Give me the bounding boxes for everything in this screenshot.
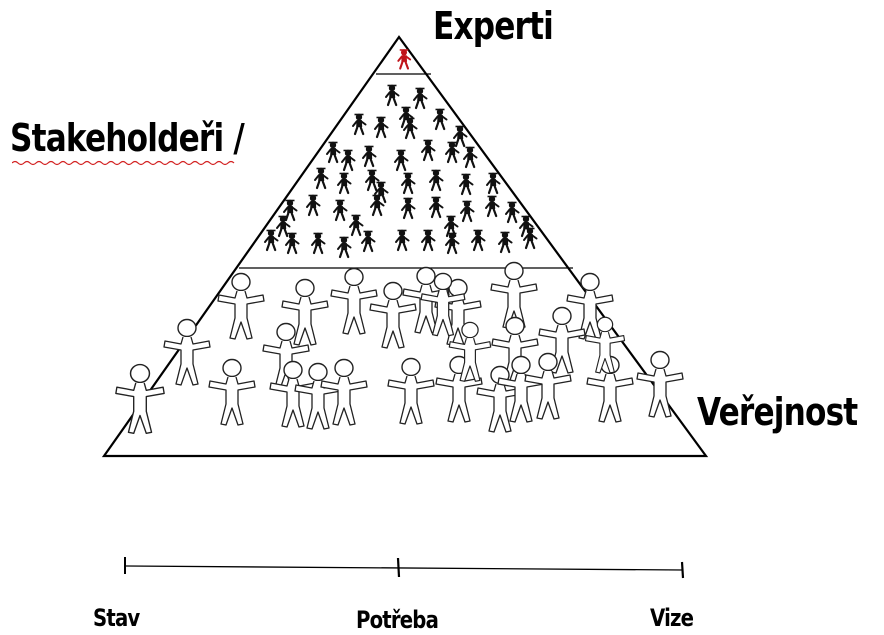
public-figure (387, 357, 435, 425)
stakeholder-figure (519, 215, 534, 238)
stakeholder-figure (498, 231, 513, 254)
public-group (115, 261, 684, 435)
stakeholder-figure (523, 227, 538, 250)
stakeholder-figure (505, 201, 520, 224)
public-figure (281, 278, 329, 346)
timeline-tick-middle (396, 557, 401, 578)
stakeholder-figure (460, 200, 475, 223)
stakeholder-figure (337, 236, 352, 259)
stakeholder-figure (401, 172, 416, 195)
public-figure (320, 358, 368, 426)
stakeholder-figure (276, 215, 291, 238)
scale-middle-label: Potřeba (356, 606, 439, 634)
public-figure (566, 272, 614, 340)
public-figure (330, 267, 378, 335)
stakeholder-figure (403, 117, 418, 140)
public-figure (584, 316, 626, 374)
stakeholder-figure (421, 139, 436, 162)
stakeholder-figure (349, 214, 364, 237)
public-figure (524, 352, 572, 420)
stakeholder-figure (429, 169, 444, 192)
timeline-axis (124, 565, 684, 571)
stakeholder-figure (285, 232, 300, 255)
stakeholder-figure (433, 108, 448, 131)
public-label: Veřejnost (697, 390, 858, 434)
experts-group (397, 49, 412, 70)
stakeholder-figure (306, 194, 321, 217)
stakeholder-figure (421, 229, 436, 252)
stakeholder-figure (333, 199, 348, 222)
stakeholder-figure (374, 116, 389, 139)
stakeholder-figure (362, 145, 377, 168)
stakeholder-figure (370, 194, 385, 217)
timeline (124, 557, 685, 579)
public-figure (538, 306, 586, 374)
spellcheck-underline (12, 160, 235, 166)
stakeholder-figure (341, 149, 356, 172)
stakeholder-figure (453, 125, 468, 148)
stakeholder-figure (429, 196, 444, 219)
stakeholder-figure (401, 197, 416, 220)
stakeholder-figure (471, 229, 486, 252)
public-figure (115, 363, 165, 435)
expert-figure (397, 49, 412, 70)
stakeholder-figure (365, 169, 380, 192)
public-figure (448, 321, 492, 382)
stakeholder-figure (486, 172, 501, 195)
stakeholders-label: Stakeholdeři / (10, 116, 245, 160)
stakeholder-figure (444, 215, 459, 238)
timeline-tick-end (680, 561, 685, 579)
stakeholder-figure (361, 230, 376, 253)
stakeholders-group (264, 84, 538, 259)
pyramid-outline (101, 35, 709, 458)
public-figure (163, 318, 211, 386)
public-figure (490, 261, 538, 329)
stakeholder-figure (326, 141, 341, 164)
stakeholder-figure (264, 229, 279, 252)
clipped-text-fragment (56, 168, 256, 174)
scale-end-label: Vize (650, 604, 694, 632)
stakeholder-figure (385, 84, 400, 107)
stakeholder-figure (374, 181, 389, 204)
stakeholder-figure (459, 173, 474, 196)
public-figure (294, 362, 342, 430)
public-figure (420, 272, 466, 337)
experts-label: Experti (433, 4, 554, 48)
public-figure (636, 350, 684, 418)
stakeholder-figure (463, 146, 478, 169)
stakeholder-figure (314, 167, 329, 190)
stakeholder-figure (485, 195, 500, 218)
stakeholder-figure (445, 232, 460, 255)
stakeholder-figure (395, 229, 410, 252)
stakeholder-figure (352, 113, 367, 136)
public-figure (217, 272, 265, 340)
stakeholder-figure (413, 87, 428, 110)
stakeholder-figure (311, 232, 326, 255)
public-figure (208, 358, 256, 426)
stakeholder-figure (394, 149, 409, 172)
stakeholder-figure (445, 141, 460, 164)
stakeholder-figure (337, 172, 352, 195)
scale-start-label: Stav (93, 604, 140, 632)
public-figure (369, 281, 417, 349)
